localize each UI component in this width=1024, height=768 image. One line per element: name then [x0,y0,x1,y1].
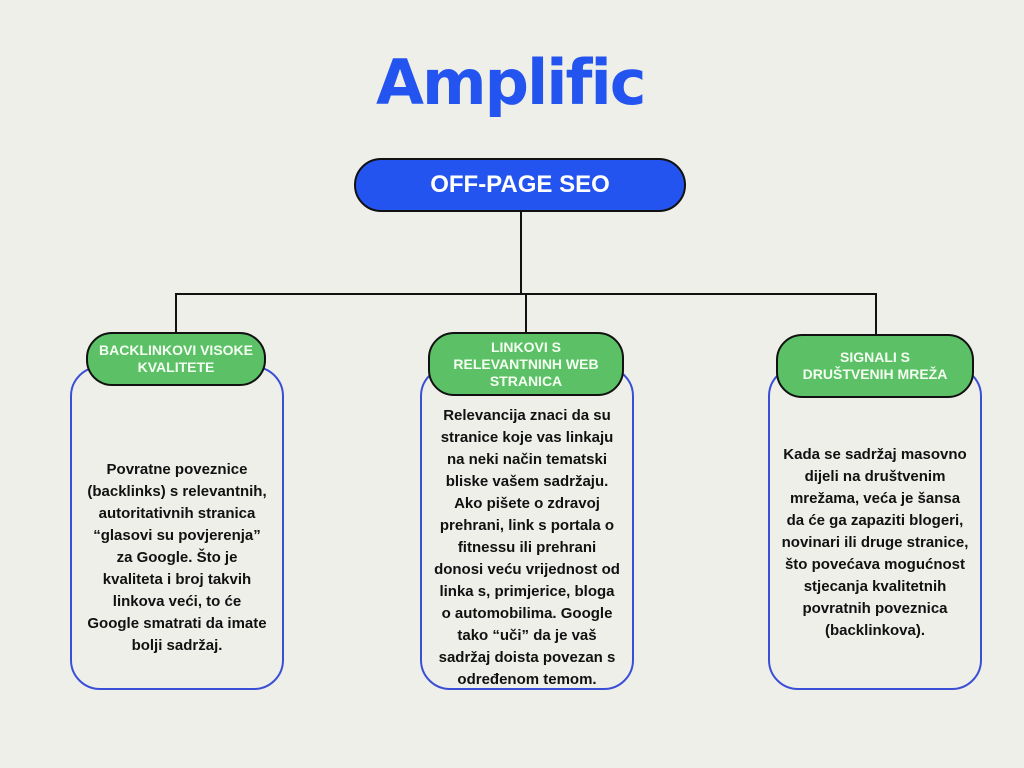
branch-2-card: Relevancija znaci da su stranice koje va… [420,366,634,690]
branch-3-description: Kada se sadržaj masovno dijeli na društv… [781,446,969,639]
branch-1-description: Povratne poveznice (backlinks) s relevan… [87,461,267,654]
branch-1-card: Povratne poveznice (backlinks) s relevan… [70,366,284,690]
branch-1-title: BACKLINKOVI VISOKE KVALITETE [86,332,266,386]
branch-2-title: LINKOVI S RELEVANTNINH WEB STRANICA [428,332,624,396]
brand-name: Amplific [376,46,646,119]
branch-3-title: SIGNALI S DRUŠTVENIH MREŽA [776,334,974,398]
branch-3-card: Kada se sadržaj masovno dijeli na društv… [768,366,982,690]
brand-logo: Amplific [376,46,646,120]
root-node: OFF-PAGE SEO [354,158,686,212]
branch-2-description: Relevancija znaci da su stranice koje va… [434,407,620,688]
